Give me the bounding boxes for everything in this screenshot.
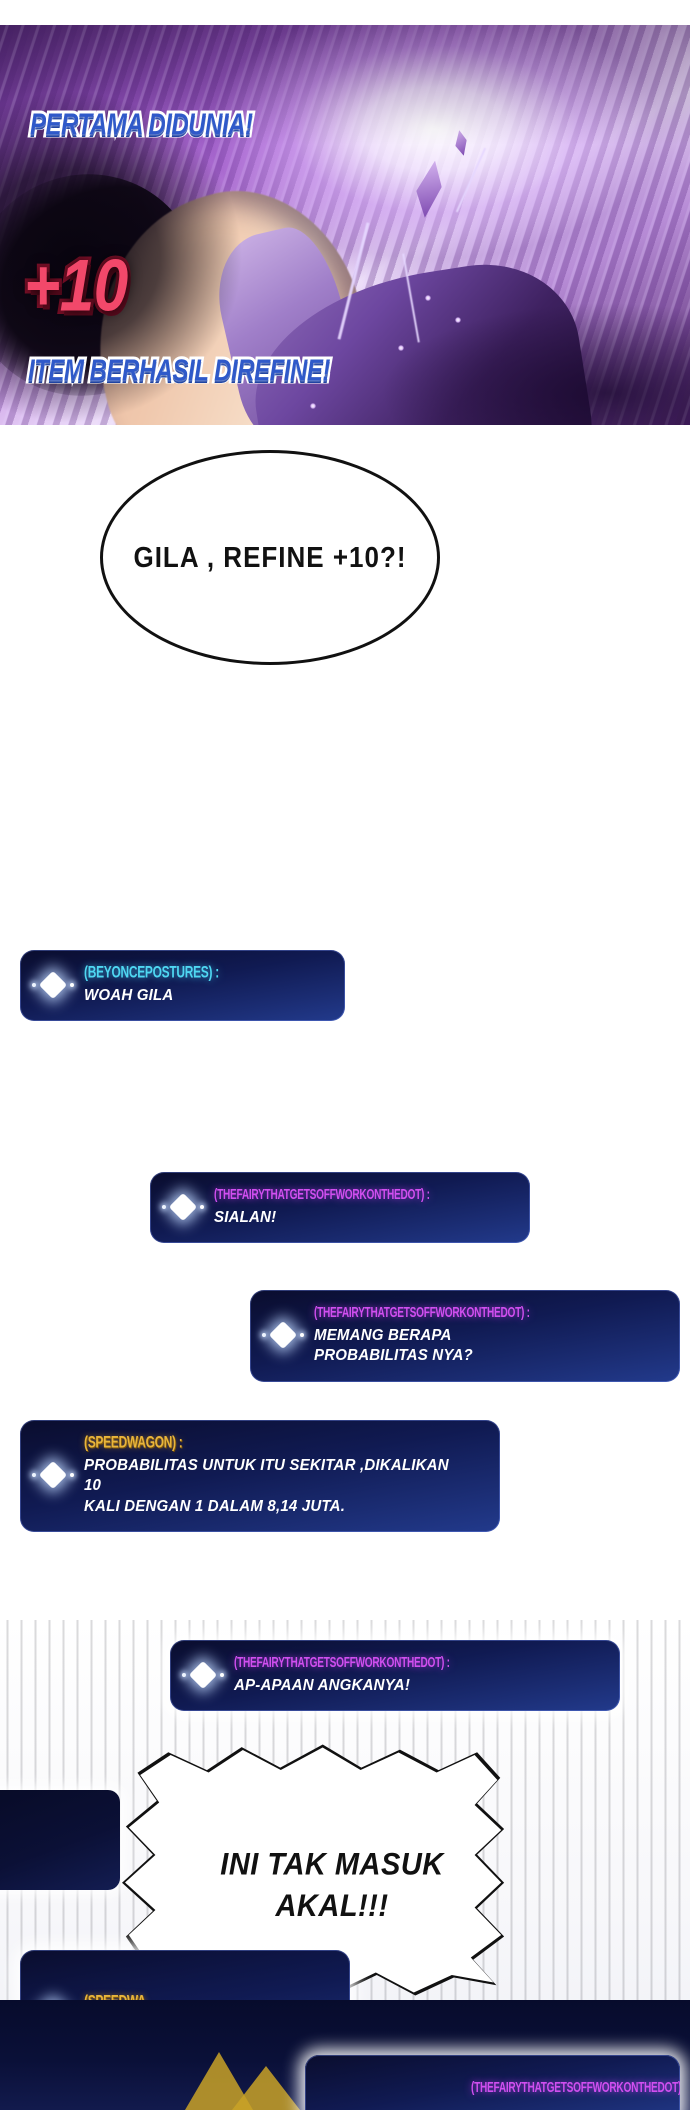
chat-username: (THEFAIRYTHATGETSOFFWORKONTHEDOT) : bbox=[314, 1305, 530, 1321]
caption-plus-ten: +10 bbox=[21, 242, 131, 330]
chat-body: (THEFAIRYTHATGETSOFFWORKONTHEDOT) : MEMA… bbox=[314, 1303, 549, 1367]
diamond-sparkle-icon bbox=[32, 1458, 74, 1492]
chat-message[interactable]: (THEFAIRYTHATGETSOFFWORKONTHEDOT) : SIAL… bbox=[150, 1172, 530, 1244]
chat-message[interactable]: (SPEEDWAGON) : PROBABILITAS UNTUK ITU SE… bbox=[20, 1420, 500, 1533]
chat-username: (THEFAIRYTHATGETSOFFWORKONTHEDOT) : bbox=[214, 1187, 430, 1203]
diamond-sparkle-icon bbox=[32, 968, 74, 1002]
chat-body: (THEFAIRYTHATGETSOFFWORKONTHEDOT) : bbox=[471, 2078, 680, 2101]
diamond-sparkle-icon bbox=[262, 1318, 304, 1352]
chat-body: (THEFAIRYTHATGETSOFFWORKONTHEDOT) : AP-A… bbox=[234, 1653, 469, 1696]
chat-message[interactable]: (THEFAIRYTHATGETSOFFWORKONTHEDOT) : AP-A… bbox=[170, 1640, 620, 1712]
caption-first-in-the-world: PERTAMA DIDUNIA! bbox=[28, 105, 256, 145]
chat-message-partial[interactable] bbox=[0, 1790, 120, 1890]
chat-message[interactable]: (BEYONCEPOSTURES) : WOAH GILA bbox=[20, 950, 345, 1022]
chat-text: PROBABILITAS UNTUK ITU SEKITAR ,DIKALIKA… bbox=[84, 1457, 449, 1515]
chat-text: WOAH GILA bbox=[84, 987, 174, 1004]
chat-body: (THEFAIRYTHATGETSOFFWORKONTHEDOT) : SIAL… bbox=[214, 1185, 449, 1228]
chat-message[interactable]: (THEFAIRYTHATGETSOFFWORKONTHEDOT) : bbox=[305, 2055, 680, 2110]
chat-body: (BEYONCEPOSTURES) : WOAH GILA bbox=[84, 961, 231, 1006]
chat-text: SIALAN! bbox=[214, 1209, 277, 1226]
chat-username: (SPEEDWAGON) : bbox=[84, 1431, 183, 1452]
chat-text: MEMANG BERAPA PROBABILITAS NYA? bbox=[314, 1327, 473, 1365]
caption-item-refined: ITEM BERHASIL DIREFINE! bbox=[26, 351, 333, 391]
mountain-shape bbox=[232, 2066, 300, 2110]
shout-bubble-text: INI TAK MASUK AKAL!!! bbox=[220, 1847, 444, 1924]
chat-username: (BEYONCEPOSTURES) : bbox=[84, 961, 219, 982]
chat-text: AP-APAAN ANGKANYA! bbox=[234, 1677, 411, 1694]
speech-bubble-gila-refine: GILA , REFINE +10?! bbox=[100, 450, 440, 665]
chat-username: (THEFAIRYTHATGETSOFFWORKONTHEDOT) : bbox=[471, 2079, 680, 2096]
panel-artwork-refine: PERTAMA DIDUNIA! +10 ITEM BERHASIL DIREF… bbox=[0, 25, 690, 425]
diamond-sparkle-icon bbox=[182, 1658, 224, 1692]
diamond-sparkle-icon bbox=[162, 1190, 204, 1224]
chat-body: (SPEEDWAGON) : PROBABILITAS UNTUK ITU SE… bbox=[84, 1431, 484, 1517]
speech-bubble-text: GILA , REFINE +10?! bbox=[133, 540, 407, 575]
chat-message[interactable]: (THEFAIRYTHATGETSOFFWORKONTHEDOT) : MEMA… bbox=[250, 1290, 680, 1382]
chat-username: (THEFAIRYTHATGETSOFFWORKONTHEDOT) : bbox=[234, 1655, 450, 1671]
vignette-shadow-layer bbox=[0, 25, 690, 425]
